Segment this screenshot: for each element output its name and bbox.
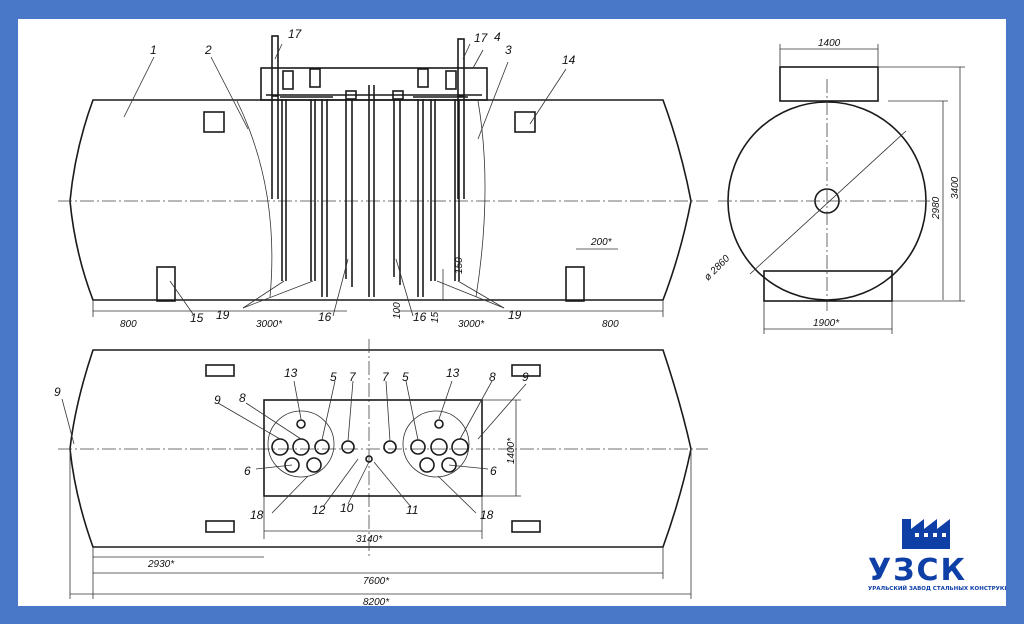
- dim-7600: 7600*: [363, 576, 390, 587]
- label-8-right: 8: [489, 370, 496, 384]
- compartment-wall-left: [236, 100, 273, 298]
- dim-1400-side: 1400*: [506, 437, 517, 464]
- label-19-right: 19: [508, 308, 522, 322]
- label-18-left: 18: [250, 508, 264, 522]
- logo-subtitle: УРАЛЬСКИЙ ЗАВОД СТАЛЬНЫХ КОНСТРУКЦИЙ: [868, 584, 1006, 592]
- dim-800-right: 800: [602, 319, 619, 330]
- top-fittings: [280, 68, 468, 100]
- manhole-flanges: [267, 410, 470, 478]
- side-cradle: [763, 270, 893, 302]
- label-11: 11: [406, 503, 418, 517]
- label-16-left: 16: [318, 310, 332, 324]
- label-16-right: 16: [413, 310, 427, 324]
- dim-3000-right: 3000*: [458, 319, 485, 330]
- dim-200: 200*: [590, 237, 613, 248]
- top-leaders: [61, 380, 527, 514]
- level-gauge-right: [514, 111, 536, 133]
- support-left: [156, 266, 176, 302]
- label-9-nozzle: 9: [214, 393, 221, 407]
- vent-pipe-right: [457, 38, 465, 97]
- label-13-left: 13: [284, 366, 298, 380]
- label-10: 10: [340, 501, 354, 515]
- label-14: 14: [562, 53, 576, 67]
- dim-150: 150: [454, 257, 465, 274]
- dim-800-left: 800: [120, 319, 137, 330]
- front-leaders: [123, 43, 567, 317]
- label-13-right: 13: [446, 366, 460, 380]
- tank-technical-drawing: 1 2 3 4 17 17 14 15 19 16 16 19 800 3000…: [54, 27, 1006, 606]
- label-3: 3: [505, 43, 512, 57]
- label-2: 2: [204, 43, 212, 57]
- label-7-right: 7: [382, 370, 390, 384]
- support-right: [565, 266, 585, 302]
- compartment-wall-right: [475, 100, 486, 298]
- side-dimension-lines: [763, 44, 965, 334]
- dim-1900: 1900*: [813, 318, 840, 329]
- label-1: 1: [150, 43, 157, 57]
- label-6-left: 6: [244, 464, 251, 478]
- label-15: 15: [190, 311, 204, 325]
- dim-2860: ø 2860: [702, 253, 732, 283]
- label-4: 4: [494, 30, 501, 44]
- label-9-right: 9: [522, 370, 529, 384]
- label-17-right: 17: [474, 31, 489, 45]
- label-9-left: 9: [54, 385, 61, 399]
- dim-3000-left: 3000*: [256, 319, 283, 330]
- factory-icon: [902, 519, 950, 549]
- top-view: 9 9 8 13 5 7 7 5 13 8 9 6 6 18 18 12 10 …: [54, 339, 708, 606]
- logo-name: УЗСК: [868, 553, 967, 588]
- diameter-line: [749, 130, 907, 275]
- dim-1400-top: 1400: [818, 38, 841, 49]
- internal-pipes: [271, 85, 465, 297]
- label-18-right: 18: [480, 508, 494, 522]
- label-5-left: 5: [330, 370, 337, 384]
- dim-2980: 2980: [931, 196, 942, 220]
- dim-15: 15: [430, 311, 441, 323]
- dim-100: 100: [392, 302, 403, 319]
- side-dome: [779, 66, 879, 102]
- front-dimension-lines: [92, 248, 664, 317]
- label-12: 12: [312, 503, 326, 517]
- manhole-frame-top: [263, 399, 483, 497]
- vent-pipe-left: [271, 35, 279, 97]
- tank-body-front: [69, 99, 692, 301]
- label-7-left: 7: [349, 370, 357, 384]
- inspection-hatches: [205, 364, 541, 533]
- top-nozzles: [271, 419, 469, 473]
- dim-2930: 2930*: [147, 559, 175, 570]
- label-8-left: 8: [239, 391, 246, 405]
- label-5-right: 5: [402, 370, 409, 384]
- drawing-sheet: 1 2 3 4 17 17 14 15 19 16 16 19 800 3000…: [18, 19, 1006, 606]
- label-19-left: 19: [216, 308, 230, 322]
- front-view: 1 2 3 4 17 17 14 15 19 16 16 19 800 3000…: [58, 27, 708, 330]
- dim-3400: 3400: [950, 176, 961, 199]
- label-6-right: 6: [490, 464, 497, 478]
- label-17-left: 17: [288, 27, 303, 41]
- dim-3140: 3140*: [356, 534, 383, 545]
- level-gauge-left: [203, 111, 225, 133]
- dim-8200: 8200*: [363, 597, 390, 606]
- company-logo: УЗСК УРАЛЬСКИЙ ЗАВОД СТАЛЬНЫХ КОНСТРУКЦИ…: [868, 519, 1006, 592]
- side-view: 1400 1900* 2980 3400 ø 2860: [702, 38, 965, 334]
- tank-body-top: [69, 349, 692, 548]
- top-dimension-lines: [69, 399, 692, 599]
